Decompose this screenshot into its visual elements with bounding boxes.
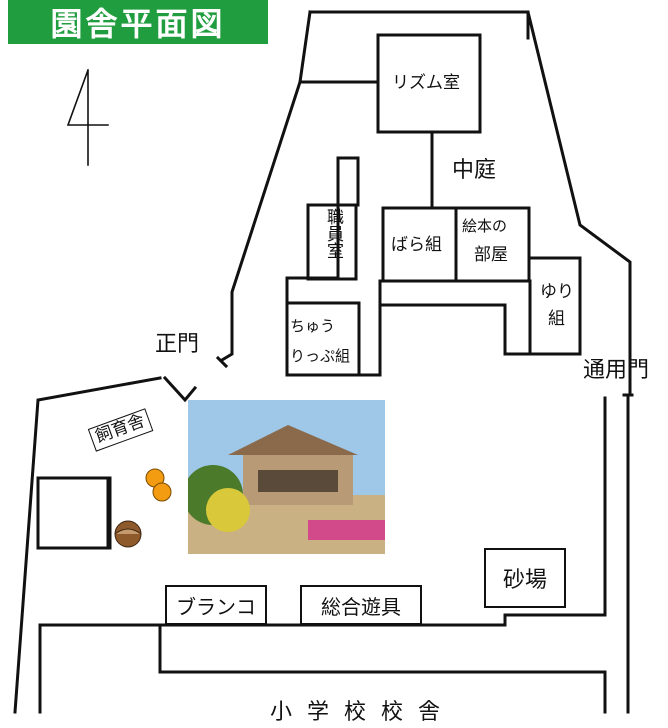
sandbox-label: 砂場: [484, 548, 566, 608]
school-building-label: 小 学 校 校 舎: [270, 700, 444, 725]
ehon-room-label-1: 絵本の: [462, 217, 508, 235]
play-equipment-label: 総合遊具: [300, 585, 422, 625]
service-gate-label: 通用門: [583, 358, 650, 383]
north-symbol-icon: [66, 68, 109, 166]
orange-icon: [145, 468, 172, 502]
rhythm-room-box: [376, 33, 482, 134]
rhythm-room-label: リズム室: [392, 73, 460, 93]
main-gate-label: 正門: [155, 332, 200, 357]
swing-label: ブランコ: [165, 585, 267, 625]
bara-class-label: ばら組: [391, 235, 442, 255]
building-photo: [188, 400, 385, 554]
chuu-class-box: [285, 301, 361, 377]
staff-room-box: [306, 203, 358, 281]
main-gate-post-icon: [215, 355, 229, 369]
ehon-room-label-2: 部屋: [474, 245, 508, 265]
yuri-class-label-2: 組: [548, 309, 565, 329]
chuu-class-label-1: ちゅう: [290, 317, 336, 335]
map-title: 園舎平面図: [8, 0, 268, 44]
chuu-class-label-2: りっぷ組: [290, 347, 351, 365]
yuri-class-label-1: ゆり: [540, 282, 574, 302]
staff-room-label: 職員室: [323, 208, 343, 259]
chestnut-icon: [114, 520, 142, 548]
courtyard-label: 中庭: [452, 158, 497, 183]
